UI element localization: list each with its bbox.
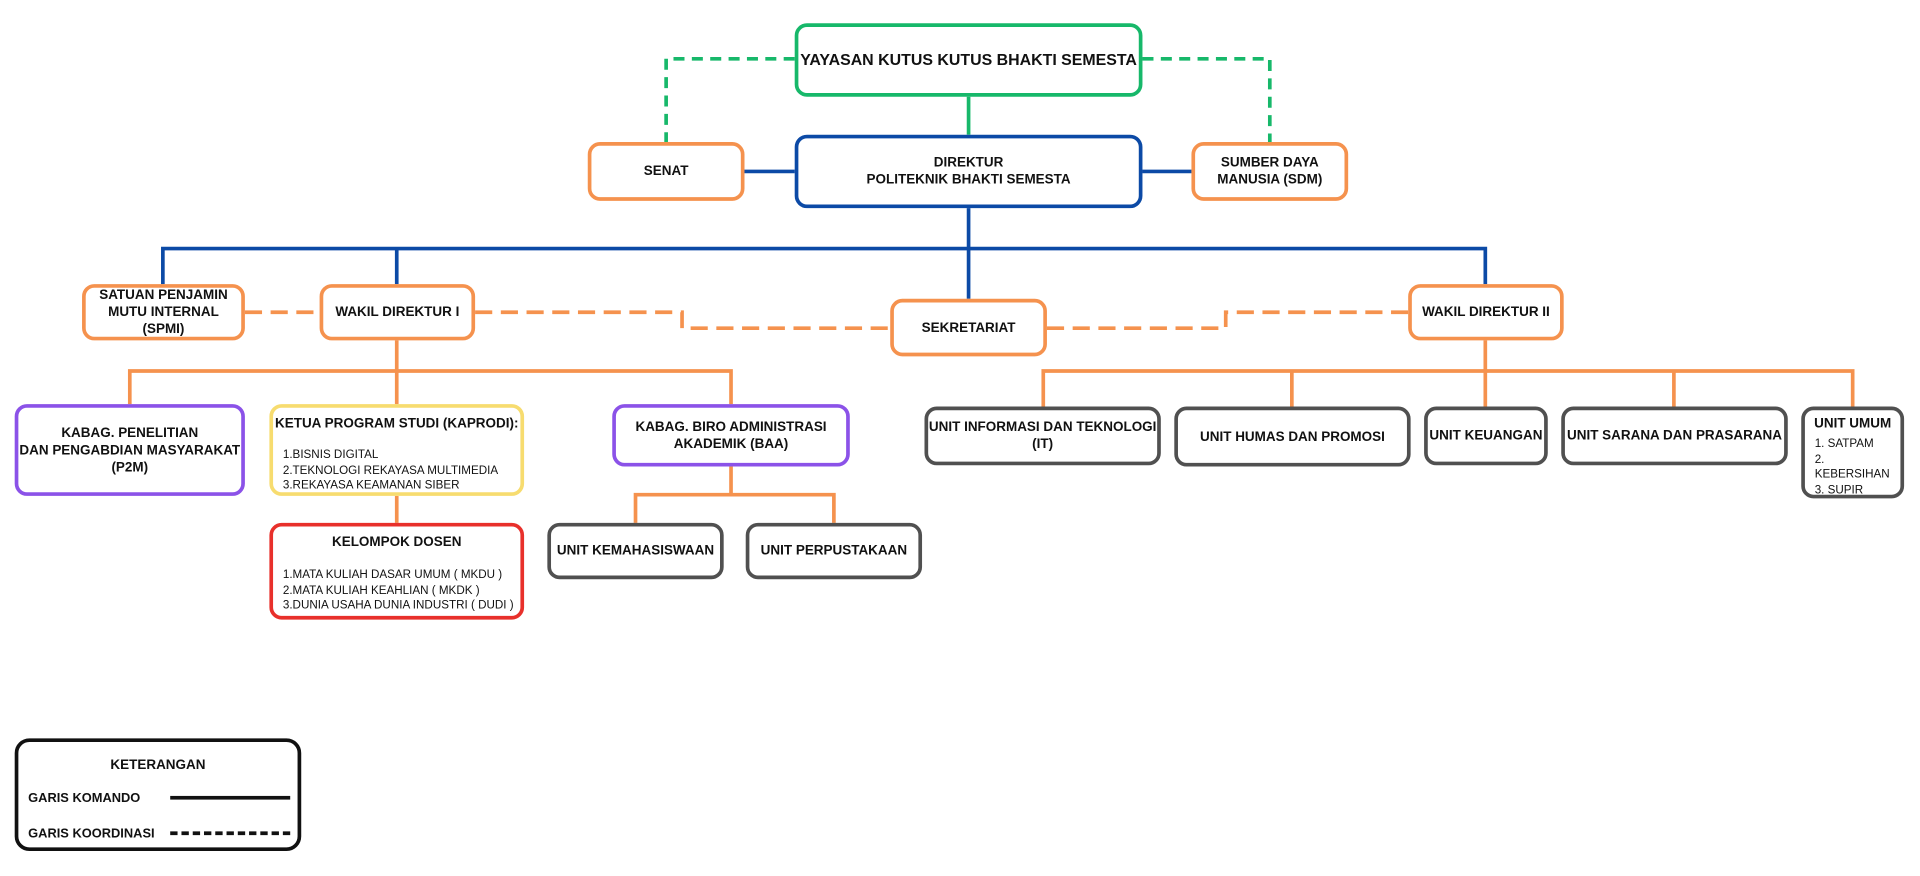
perpustakaan-label: UNIT PERPUSTAKAAN <box>760 543 908 559</box>
yayasan-box: YAYASAN KUTUS KUTUS BHAKTI SEMESTA <box>794 23 1143 97</box>
wadir1-box: WAKIL DIREKTUR I <box>319 284 476 341</box>
baa-label-line1: KABAG. BIRO ADMINISTRASI <box>635 419 827 435</box>
command-lines-orange <box>127 340 1855 523</box>
sdm-label-line2: MANUSIA (SDM) <box>1217 172 1323 188</box>
unit-umum-title: UNIT UMUM <box>1814 416 1892 432</box>
legend-box: KETERANGAN GARIS KOMANDO GARIS KOORDINAS… <box>14 738 302 852</box>
unit-umum-list: 1. SATPAM 2. KEBERSIHAN 3. SUPIR <box>1815 437 1901 498</box>
legend-solid-line <box>170 795 291 800</box>
legend-dashed-line <box>170 831 291 836</box>
legend-koordinasi-label: GARIS KOORDINASI <box>28 826 155 842</box>
kaprodi-item: 1.BISNIS DIGITAL <box>282 448 379 462</box>
unit-it-box: UNIT INFORMASI DAN TEKNOLOGI (IT) <box>924 406 1161 466</box>
keuangan-label: UNIT KEUANGAN <box>1429 428 1543 444</box>
command-lines-blue <box>161 169 1488 299</box>
unit-it-label-line1: UNIT INFORMASI DAN TEKNOLOGI <box>928 420 1157 435</box>
wadir2-branch-line <box>1041 369 1855 407</box>
yayasan-sdm-dashed <box>1142 56 1272 143</box>
wadir1-label: WAKIL DIREKTUR I <box>335 304 460 320</box>
unit-umum-item: 1. SATPAM <box>1814 437 1874 451</box>
kaprodi-title: KETUA PROGRAM STUDI (KAPRODI): <box>275 416 519 432</box>
yayasan-senat-dashed <box>664 56 795 143</box>
direktur-label-line1: DIREKTUR <box>933 155 1004 171</box>
sdm-box: SUMBER DAYA MANUSIA (SDM) <box>1191 142 1349 201</box>
wadir1-branch-line <box>127 369 733 405</box>
baa-label-line2: AKADEMIK (BAA) <box>673 436 789 452</box>
yayasan-connectors <box>664 56 1272 143</box>
legend-komando-label: GARIS KOMANDO <box>28 791 141 806</box>
kelompok-dosen-box: KELOMPOK DOSEN 1.MATA KULIAH DASAR UMUM … <box>269 522 525 620</box>
kemahasiswaan-label: UNIT KEMAHASISWAAN <box>556 543 715 559</box>
wadir2-box: WAKIL DIREKTUR II <box>1408 284 1564 341</box>
kelompok-dosen-title: KELOMPOK DOSEN <box>331 535 462 550</box>
yayasan-label: YAYASAN KUTUS KUTUS BHAKTI SEMESTA <box>800 50 1137 69</box>
unit-it-label-line2: (IT) <box>1032 437 1054 452</box>
senat-box: SENAT <box>587 142 745 201</box>
baa-branch-line <box>633 492 836 523</box>
unit-umum-item: 2. KEBERSIHAN <box>1814 452 1890 482</box>
keuangan-box: UNIT KEUANGAN <box>1424 406 1548 466</box>
spmi-label-line1: SATUAN PENJAMIN <box>99 287 228 303</box>
kaprodi-list: 1.BISNIS DIGITAL 2.TEKNOLOGI REKAYASA MU… <box>283 448 498 494</box>
kaprodi-box: KETUA PROGRAM STUDI (KAPRODI): 1.BISNIS … <box>269 404 525 496</box>
baa-box: KABAG. BIRO ADMINISTRASI AKADEMIK (BAA) <box>612 404 850 467</box>
kaprodi-item: 3.REKAYASA KEAMANAN SIBER <box>282 478 460 493</box>
humas-label: UNIT HUMAS DAN PROMOSI <box>1200 429 1385 444</box>
senat-label: SENAT <box>643 164 689 179</box>
wadir2-label: WAKIL DIREKTUR II <box>1422 304 1550 320</box>
p2m-box: KABAG. PENELITIAN DAN PENGABDIAN MASYARA… <box>14 404 245 496</box>
spmi-label-line2: MUTU INTERNAL (SPMI) <box>108 304 219 337</box>
sdm-label-line1: SUMBER DAYA <box>1220 155 1319 171</box>
humas-box: UNIT HUMAS DAN PROMOSI <box>1174 406 1411 467</box>
kemahasiswaan-box: UNIT KEMAHASISWAAN <box>547 522 724 580</box>
sekretariat-box: SEKRETARIAT <box>890 298 1047 357</box>
direktur-label-line2: POLITEKNIK BHAKTI SEMESTA <box>866 172 1071 188</box>
sekretariat-label: SEKRETARIAT <box>921 320 1016 335</box>
kelompok-dosen-item: 3.DUNIA USAHA DUNIA INDUSTRI ( DUDI ) <box>282 598 514 613</box>
sarana-box: UNIT SARANA DAN PRASARANA <box>1561 406 1788 466</box>
top-branch-line <box>161 246 1488 285</box>
unit-umum-box: UNIT UMUM 1. SATPAM 2. KEBERSIHAN 3. SUP… <box>1801 406 1905 499</box>
kaprodi-item: 2.TEKNOLOGI REKAYASA MULTIMEDIA <box>282 463 499 477</box>
kelompok-dosen-item: 2.MATA KULIAH KEAHLIAN ( MKDK ) <box>282 583 480 597</box>
kelompok-dosen-list: 1.MATA KULIAH DASAR UMUM ( MKDU ) 2.MATA… <box>283 568 514 614</box>
sarana-label: UNIT SARANA DAN PRASARANA <box>1566 428 1783 444</box>
coordination-lines <box>244 310 1409 331</box>
spmi-box: SATUAN PENJAMIN MUTU INTERNAL (SPMI) <box>82 284 245 341</box>
unit-umum-item: 3. SUPIR <box>1814 483 1864 497</box>
perpustakaan-box: UNIT PERPUSTAKAAN <box>745 522 923 580</box>
p2m-label-line2: DAN PENGABDIAN MASYARAKAT <box>19 442 241 458</box>
p2m-label-line1: KABAG. PENELITIAN <box>61 425 199 441</box>
wadir1-sekretariat-dashed <box>475 310 891 331</box>
legend-title: KETERANGAN <box>110 757 206 773</box>
p2m-label-line3: (P2M) <box>111 459 149 475</box>
kelompok-dosen-item: 1.MATA KULIAH DASAR UMUM ( MKDU ) <box>282 568 503 582</box>
sekretariat-wadir2-dashed <box>1046 310 1409 331</box>
direktur-box: DIREKTUR POLITEKNIK BHAKTI SEMESTA <box>794 134 1143 209</box>
